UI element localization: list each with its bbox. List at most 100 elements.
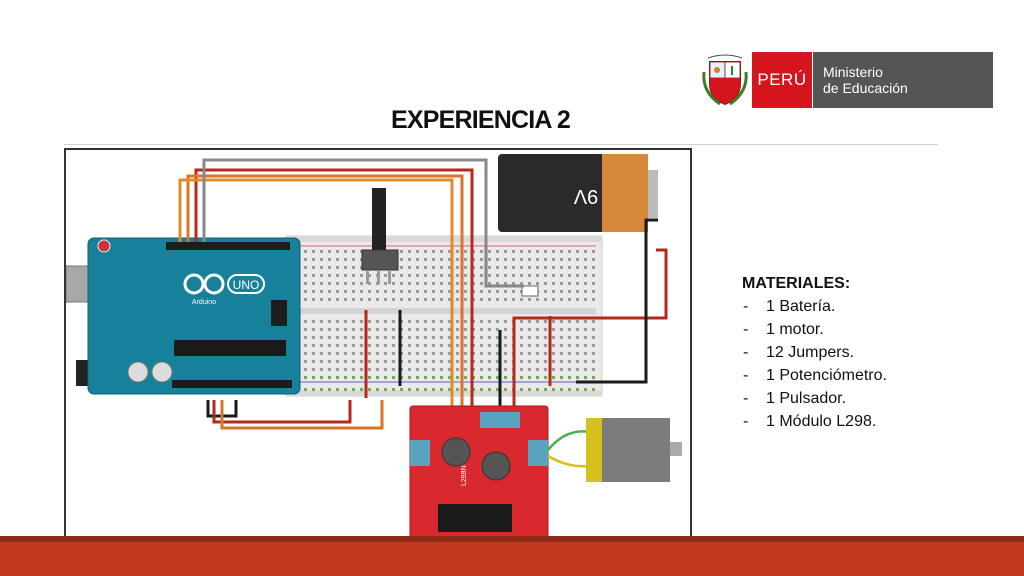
breadboard-hole — [552, 368, 555, 371]
material-item: 1 Potenciómetro. — [742, 364, 887, 387]
breadboard-hole — [456, 266, 459, 269]
breadboard-hole — [536, 250, 539, 253]
breadboard-hole — [592, 336, 595, 339]
breadboard-hole — [488, 250, 491, 253]
breadboard-hole — [592, 266, 595, 269]
breadboard-hole — [464, 274, 467, 277]
breadboard-hole — [560, 344, 563, 347]
breadboard-hole — [592, 290, 595, 293]
breadboard-hole — [416, 266, 419, 269]
breadboard-hole — [528, 274, 531, 277]
breadboard-hole — [352, 360, 355, 363]
breadboard-hole — [552, 266, 555, 269]
breadboard-hole — [352, 282, 355, 285]
ministry-logo: PERÚ Ministerio de Educación — [700, 52, 993, 108]
breadboard-hole — [408, 336, 411, 339]
breadboard-hole — [368, 282, 371, 285]
breadboard-hole — [320, 328, 323, 331]
breadboard-hole — [584, 266, 587, 269]
breadboard-hole — [480, 290, 483, 293]
breadboard-hole — [360, 274, 363, 277]
breadboard-hole — [568, 336, 571, 339]
breadboard-hole — [568, 290, 571, 293]
breadboard-hole — [304, 266, 307, 269]
breadboard-hole — [536, 258, 539, 261]
breadboard-hole — [424, 258, 427, 261]
breadboard-hole — [568, 250, 571, 253]
breadboard-hole — [520, 266, 523, 269]
breadboard-hole — [384, 320, 387, 323]
breadboard-hole — [576, 344, 579, 347]
breadboard-hole — [456, 282, 459, 285]
breadboard-hole — [552, 290, 555, 293]
circuit-illustration: UNO Arduino 9V — [66, 154, 682, 547]
breadboard-hole — [352, 352, 355, 355]
breadboard-hole — [376, 368, 379, 371]
breadboard-hole — [552, 258, 555, 261]
breadboard-hole — [520, 274, 523, 277]
breadboard-hole — [440, 250, 443, 253]
breadboard-hole — [448, 360, 451, 363]
breadboard-hole — [320, 250, 323, 253]
breadboard-hole — [584, 344, 587, 347]
breadboard-hole — [320, 388, 323, 391]
breadboard-hole — [568, 282, 571, 285]
breadboard-hole — [448, 298, 451, 301]
breadboard-hole — [392, 376, 395, 379]
breadboard-hole — [336, 376, 339, 379]
breadboard-hole — [528, 360, 531, 363]
breadboard-hole — [344, 290, 347, 293]
breadboard-hole — [536, 266, 539, 269]
breadboard-hole — [384, 368, 387, 371]
breadboard-hole — [560, 376, 563, 379]
battery-9v: 9V — [498, 154, 658, 232]
breadboard-hole — [312, 266, 315, 269]
breadboard-hole — [304, 352, 307, 355]
breadboard-hole — [552, 274, 555, 277]
breadboard-hole — [368, 368, 371, 371]
breadboard-hole — [464, 250, 467, 253]
breadboard-hole — [312, 298, 315, 301]
breadboard-hole — [416, 344, 419, 347]
breadboard-hole — [440, 266, 443, 269]
breadboard-hole — [408, 376, 411, 379]
breadboard-hole — [336, 336, 339, 339]
breadboard-hole — [584, 320, 587, 323]
breadboard-hole — [400, 266, 403, 269]
breadboard-hole — [312, 250, 315, 253]
breadboard-hole — [304, 258, 307, 261]
breadboard-hole — [416, 258, 419, 261]
breadboard-hole — [504, 328, 507, 331]
breadboard-hole — [432, 336, 435, 339]
breadboard-hole — [544, 388, 547, 391]
breadboard-hole — [424, 376, 427, 379]
breadboard-hole — [528, 344, 531, 347]
breadboard-hole — [320, 344, 323, 347]
breadboard-hole — [352, 290, 355, 293]
breadboard-hole — [552, 250, 555, 253]
breadboard-hole — [496, 290, 499, 293]
breadboard-hole — [376, 328, 379, 331]
breadboard-hole — [480, 360, 483, 363]
breadboard-hole — [432, 290, 435, 293]
breadboard-hole — [352, 274, 355, 277]
breadboard-hole — [312, 376, 315, 379]
breadboard-hole — [496, 368, 499, 371]
breadboard-hole — [464, 258, 467, 261]
breadboard-hole — [432, 298, 435, 301]
breadboard-hole — [352, 258, 355, 261]
breadboard-hole — [456, 344, 459, 347]
breadboard-hole — [336, 388, 339, 391]
breadboard-hole — [576, 328, 579, 331]
breadboard-hole — [576, 266, 579, 269]
breadboard-hole — [384, 282, 387, 285]
breadboard-hole — [312, 352, 315, 355]
breadboard-hole — [312, 320, 315, 323]
breadboard-hole — [464, 388, 467, 391]
breadboard-hole — [504, 360, 507, 363]
breadboard-hole — [336, 320, 339, 323]
breadboard-hole — [408, 344, 411, 347]
breadboard-hole — [480, 388, 483, 391]
material-item: 1 Pulsador. — [742, 387, 887, 410]
breadboard-hole — [440, 274, 443, 277]
